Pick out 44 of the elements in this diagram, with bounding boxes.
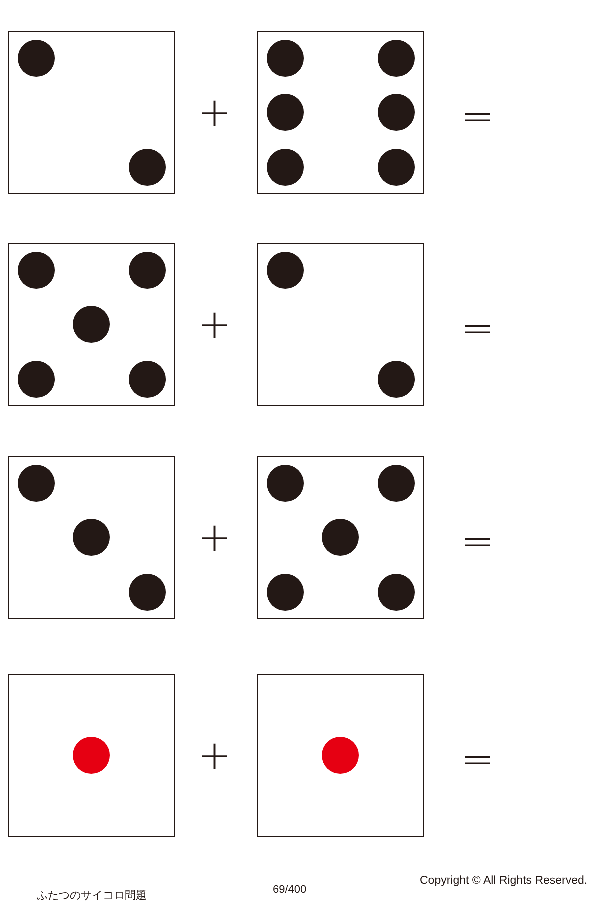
die-face — [257, 243, 424, 406]
die-face — [8, 243, 175, 406]
equals-sign: = — [461, 309, 495, 349]
pip — [266, 94, 304, 130]
pip — [128, 148, 166, 186]
pip — [128, 574, 166, 610]
equals-sign: = — [461, 740, 495, 780]
pip — [378, 94, 414, 130]
die-face — [257, 674, 424, 837]
pip — [378, 40, 414, 76]
pip — [72, 518, 110, 556]
pip — [266, 148, 304, 186]
pip — [322, 518, 358, 556]
pip — [18, 252, 54, 288]
pip — [128, 360, 166, 398]
pip — [18, 464, 54, 502]
die-face — [257, 456, 424, 619]
pip — [378, 464, 414, 502]
plus-sign: + — [198, 93, 232, 133]
die-face — [8, 674, 175, 837]
pip — [266, 252, 304, 288]
plus-sign: + — [198, 736, 232, 776]
page-number: 69/400 — [273, 884, 307, 896]
worksheet-title: ふたつのサイコロ問題 — [37, 890, 147, 901]
die-face — [257, 31, 424, 194]
copyright-notice: Copyright © All Rights Reserved. — [420, 876, 588, 888]
pip — [322, 736, 358, 774]
pip — [378, 574, 414, 610]
plus-sign: + — [198, 518, 232, 558]
pip — [72, 306, 110, 342]
equals-sign: = — [461, 522, 495, 562]
pip — [266, 574, 304, 610]
pip — [128, 252, 166, 288]
pip — [266, 464, 304, 502]
plus-sign: + — [198, 305, 232, 345]
pip — [378, 360, 414, 398]
pip — [378, 148, 414, 186]
pip — [266, 40, 304, 76]
die-face — [8, 456, 175, 619]
die-face — [8, 31, 175, 194]
pip — [18, 360, 54, 398]
equals-sign: = — [461, 97, 495, 137]
pip — [18, 40, 54, 76]
pip — [72, 736, 110, 774]
